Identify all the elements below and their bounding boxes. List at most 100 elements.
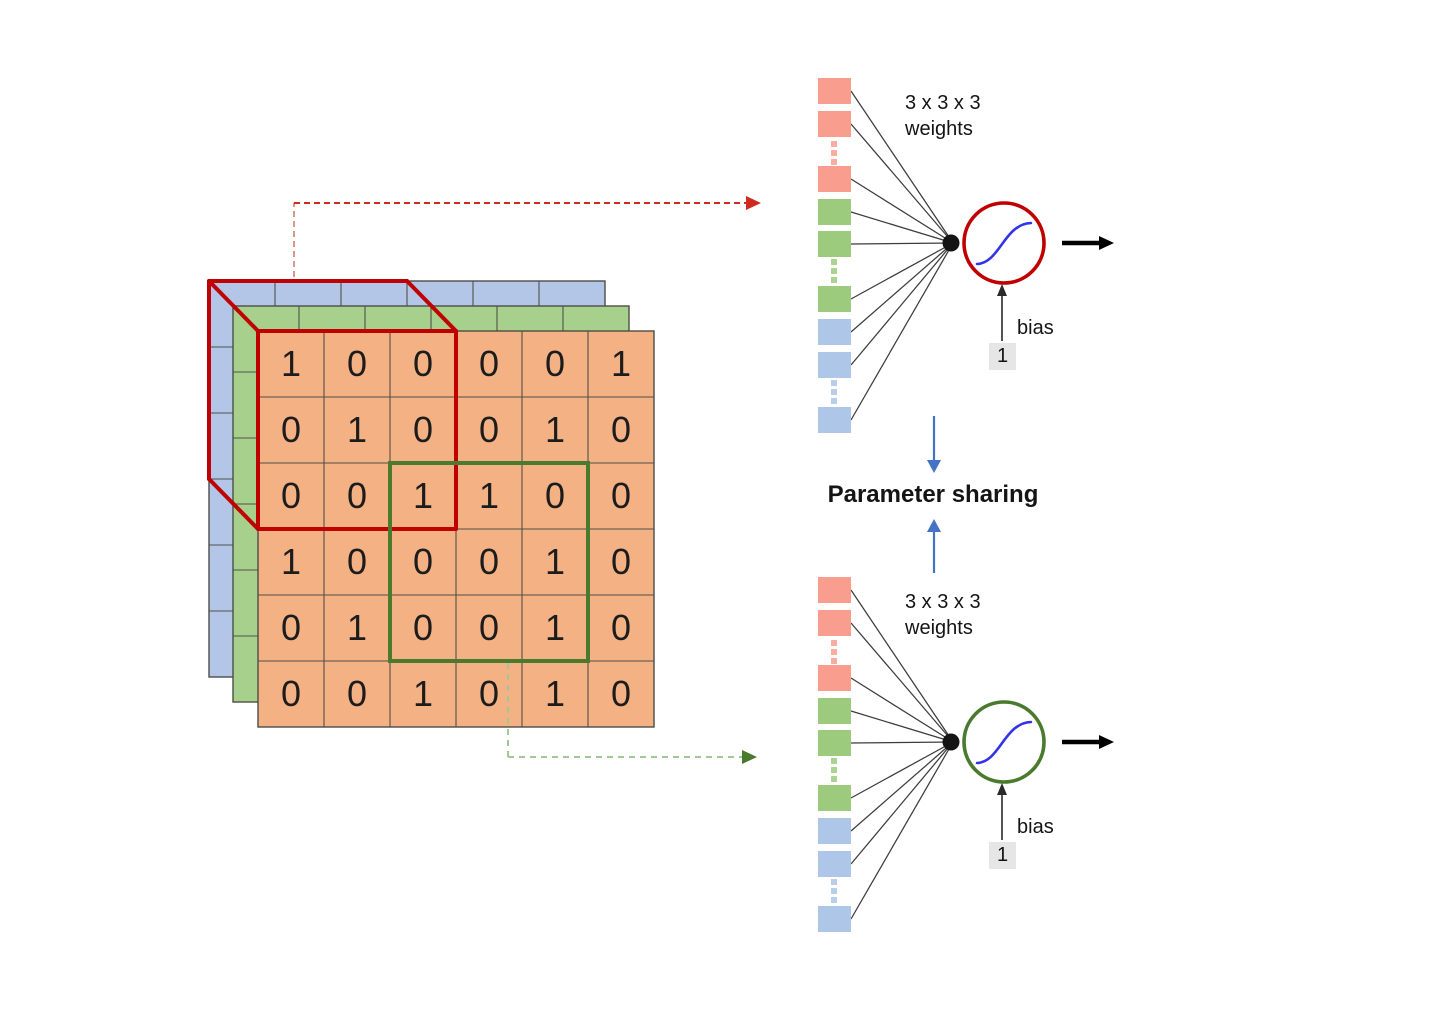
neuron-input-square <box>818 785 851 811</box>
output-arrowhead-icon <box>1099 735 1114 749</box>
matrix-cell: 1 <box>544 607 566 648</box>
matrix-cell: 1 <box>412 673 434 714</box>
weight-line <box>850 741 954 865</box>
matrix-cell: 0 <box>412 409 434 450</box>
matrix-cell: 0 <box>478 673 500 714</box>
weights-label-line2: weights <box>905 617 973 639</box>
bias-arrowhead-icon <box>997 783 1007 795</box>
neuron-input-square <box>818 407 851 433</box>
ellipsis-dot-icon <box>831 767 837 773</box>
neuron-input-square <box>818 730 851 756</box>
matrix-cell: 1 <box>544 673 566 714</box>
parameter-sharing-arrows <box>927 416 941 573</box>
red-outline-depth-edge <box>207 279 260 333</box>
ellipsis-dot-icon <box>831 640 837 646</box>
matrix-cell: 0 <box>544 343 566 384</box>
ellipsis-dot-icon <box>831 268 837 274</box>
ellipsis-dot-icon <box>831 649 837 655</box>
weight-line <box>850 242 954 366</box>
matrix-cell: 1 <box>610 343 632 384</box>
arrow-up-icon <box>927 519 941 532</box>
matrix-cell: 0 <box>478 541 500 582</box>
weight-line <box>850 242 954 245</box>
neuron-input-square <box>818 851 851 877</box>
neuron-input-square <box>818 906 851 932</box>
output-arrowhead-icon <box>1099 236 1114 250</box>
red-outline-depth-edge <box>207 477 260 531</box>
matrix-cell: 0 <box>280 673 302 714</box>
weights-label-line1: 3 x 3 x 3 <box>905 92 981 114</box>
matrix-cell: 1 <box>346 409 368 450</box>
neuron-input-square <box>818 319 851 345</box>
neuron-input-square <box>818 111 851 137</box>
matrix-cell: 1 <box>478 475 500 516</box>
weight-line <box>850 123 954 244</box>
ellipsis-dot-icon <box>831 658 837 664</box>
weight-line <box>850 589 954 743</box>
bias-value-box-bottom: 1 <box>989 842 1016 869</box>
weight-line <box>850 178 954 244</box>
sigmoid-icon <box>975 720 1033 765</box>
weight-line <box>850 90 954 244</box>
weights-label-line1: 3 x 3 x 3 <box>905 591 981 613</box>
neuron-graphics <box>850 90 1114 920</box>
neuron-input-square <box>818 818 851 844</box>
weight-line <box>850 242 954 300</box>
weight-line <box>850 741 954 744</box>
matrix-cell: 0 <box>544 475 566 516</box>
matrix-cell: 0 <box>610 475 632 516</box>
matrix-cell: 0 <box>610 541 632 582</box>
matrix-cell: 1 <box>346 607 368 648</box>
weight-line <box>850 211 954 244</box>
ellipsis-dot-icon <box>831 389 837 395</box>
ellipsis-dot-icon <box>831 758 837 764</box>
weight-line <box>850 622 954 743</box>
neuron-input-square <box>818 352 851 378</box>
arrow-down-icon <box>927 460 941 473</box>
bias-value-box-top: 1 <box>989 343 1016 370</box>
matrix-cell: 0 <box>346 673 368 714</box>
neuron-input-square <box>818 610 851 636</box>
green-arrowhead-icon <box>742 750 757 764</box>
matrix-cell: 0 <box>610 409 632 450</box>
weight-line <box>850 677 954 743</box>
ellipsis-dot-icon <box>831 159 837 165</box>
ellipsis-dot-icon <box>831 897 837 903</box>
matrix-cell: 1 <box>544 409 566 450</box>
ellipsis-dot-icon <box>831 398 837 404</box>
neuron-input-square <box>818 78 851 104</box>
bias-arrowhead-icon <box>997 284 1007 296</box>
matrix-cell: 0 <box>610 673 632 714</box>
convergence-blob <box>942 733 960 751</box>
ellipsis-dot-icon <box>831 141 837 147</box>
matrix-cell: 0 <box>346 541 368 582</box>
red-receptive-field-outline <box>207 279 458 531</box>
neuron-input-square <box>818 166 851 192</box>
matrix-cell: 0 <box>412 607 434 648</box>
green-receptive-field-outline <box>388 461 590 663</box>
neuron-input-square <box>818 665 851 691</box>
parameter-sharing-label: Parameter sharing <box>827 481 1039 508</box>
red-outline-front-face <box>256 329 458 531</box>
ellipsis-dot-icon <box>831 776 837 782</box>
neuron-input-square <box>818 698 851 724</box>
weights-label-top: 3 x 3 x 3 weights <box>905 90 981 142</box>
matrix-cell: 0 <box>478 343 500 384</box>
red-outline-depth-edge <box>405 279 458 333</box>
weight-line <box>850 242 954 333</box>
matrix-cell: 0 <box>412 343 434 384</box>
ellipsis-dot-icon <box>831 277 837 283</box>
neuron-input-square <box>818 286 851 312</box>
ellipsis-dot-icon <box>831 259 837 265</box>
matrix-cell: 1 <box>412 475 434 516</box>
matrix-cell: 0 <box>280 409 302 450</box>
ellipsis-dot-icon <box>831 888 837 894</box>
bias-label-top: bias <box>1017 317 1054 339</box>
ellipsis-dot-icon <box>831 150 837 156</box>
matrix-cell: 0 <box>610 607 632 648</box>
weight-line <box>850 741 954 920</box>
matrix-cell: 0 <box>478 607 500 648</box>
